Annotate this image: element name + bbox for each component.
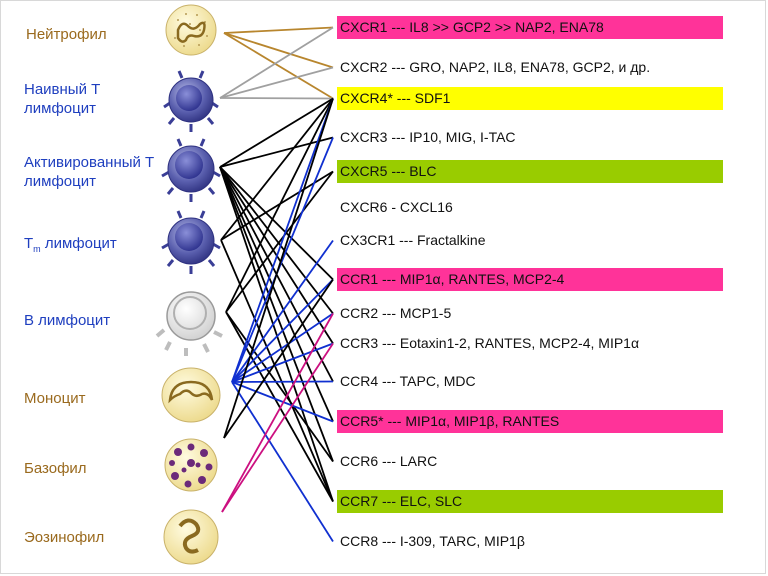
receptor-ccr2: CCR2 --- MCP1-5 bbox=[340, 305, 452, 321]
receptor-ccr1: CCR1 --- MIP1α, RANTES, MCP2-4 bbox=[337, 268, 723, 291]
line-eosinophil-ccr3 bbox=[221, 343, 334, 513]
cell-label-tm: Тm лимфоцит bbox=[24, 235, 117, 254]
line-activated_t-ccr2 bbox=[219, 166, 334, 315]
receptor-ccr4: CCR4 --- TAPC, MDC bbox=[340, 373, 476, 389]
tm-lymphocyte-icon bbox=[161, 210, 221, 274]
cell-label-basophil: Базофил bbox=[24, 460, 87, 477]
line-b-cxcr4 bbox=[225, 98, 334, 313]
line-basophil-ccr1 bbox=[223, 278, 334, 439]
monocyte-icon bbox=[161, 367, 221, 423]
receptor-cx3cr1: CX3CR1 --- Fractalkine bbox=[340, 232, 486, 248]
receptor-ccr7: CCR7 --- ELC, SLC bbox=[337, 490, 723, 513]
line-eosinophil-ccr2 bbox=[221, 313, 334, 513]
line-b-cxcr5 bbox=[225, 170, 334, 313]
line-monocyte-cxcr3 bbox=[231, 137, 334, 383]
receptor-cxcr3: CXCR3 --- IP10, MIG, I-TAC bbox=[340, 129, 516, 145]
line-monocyte-ccr4 bbox=[231, 380, 334, 383]
line-tm-cxcr4 bbox=[220, 97, 334, 241]
line-basophil-cxcr4 bbox=[223, 98, 334, 439]
cell-label-activated-t: Активированный Т лимфоцит bbox=[24, 154, 155, 190]
line-monocyte-ccr5 bbox=[231, 381, 334, 423]
receptor-cxcr4: CXCR4* --- SDF1 bbox=[337, 87, 723, 110]
activated-t-lymphocyte-icon bbox=[161, 138, 221, 202]
line-activated_t-ccr1 bbox=[219, 166, 334, 281]
line-naive_t-cxcr2 bbox=[219, 66, 334, 99]
receptor-ccr3: CCR3 --- Eotaxin1-2, RANTES, MCP2-4, MIP… bbox=[340, 335, 640, 351]
line-neutrophil-cxcr4 bbox=[223, 32, 334, 100]
cell-label-naive-t: Наивный Т лимфоцит bbox=[24, 81, 101, 117]
cell-label-monocyte: Моноцит bbox=[24, 390, 86, 407]
line-neutrophil-cxcr1 bbox=[223, 26, 334, 34]
receptor-ccr5: CCR5* --- MIP1α, MIP1β, RANTES bbox=[337, 410, 723, 433]
basophil-icon bbox=[164, 438, 218, 492]
cell-label-b: В лимфоцит bbox=[24, 312, 111, 329]
receptor-cxcr5: CXCR5 --- BLC bbox=[337, 160, 723, 183]
line-monocyte-ccr2 bbox=[231, 312, 334, 383]
line-neutrophil-cxcr2 bbox=[223, 32, 334, 69]
line-b-ccr7 bbox=[225, 311, 334, 502]
line-activated_t-cxcr4 bbox=[219, 97, 334, 168]
eosinophil-icon bbox=[163, 509, 219, 565]
line-monocyte-cxcr4 bbox=[231, 98, 334, 383]
line-activated_t-ccr5 bbox=[219, 166, 334, 422]
line-naive_t-cxcr1 bbox=[219, 26, 334, 99]
receptor-ccr8: CCR8 --- I-309, TARC, MIP1β bbox=[340, 533, 525, 549]
line-monocyte-ccr1 bbox=[231, 278, 334, 383]
line-monocyte-ccr3 bbox=[231, 342, 334, 383]
line-activated_t-ccr7 bbox=[219, 166, 334, 502]
cell-label-eosinophil: Эозинофил bbox=[24, 529, 105, 546]
line-naive_t-cxcr4 bbox=[219, 97, 334, 100]
neutrophil-cell-icon bbox=[165, 4, 217, 56]
line-activated_t-cxcr3 bbox=[219, 136, 334, 168]
receptor-ccr6: CCR6 --- LARC bbox=[340, 453, 438, 469]
receptor-cxcr1: CXCR1 --- IL8 >> GCP2 >> NAP2, ENA78 bbox=[337, 16, 723, 39]
line-monocyte-ccr8 bbox=[231, 381, 334, 542]
naive-t-lymphocyte-icon bbox=[163, 70, 219, 132]
b-lymphocyte-icon bbox=[155, 291, 223, 356]
receptor-cxcr6: CXCR6 - CXCL16 bbox=[340, 199, 453, 215]
cell-label-neutrophil: Нейтрофил bbox=[26, 26, 107, 43]
receptor-cxcr2: CXCR2 --- GRO, NAP2, IL8, ENA78, GCP2, и… bbox=[340, 59, 651, 75]
line-b-ccr6 bbox=[225, 311, 334, 463]
